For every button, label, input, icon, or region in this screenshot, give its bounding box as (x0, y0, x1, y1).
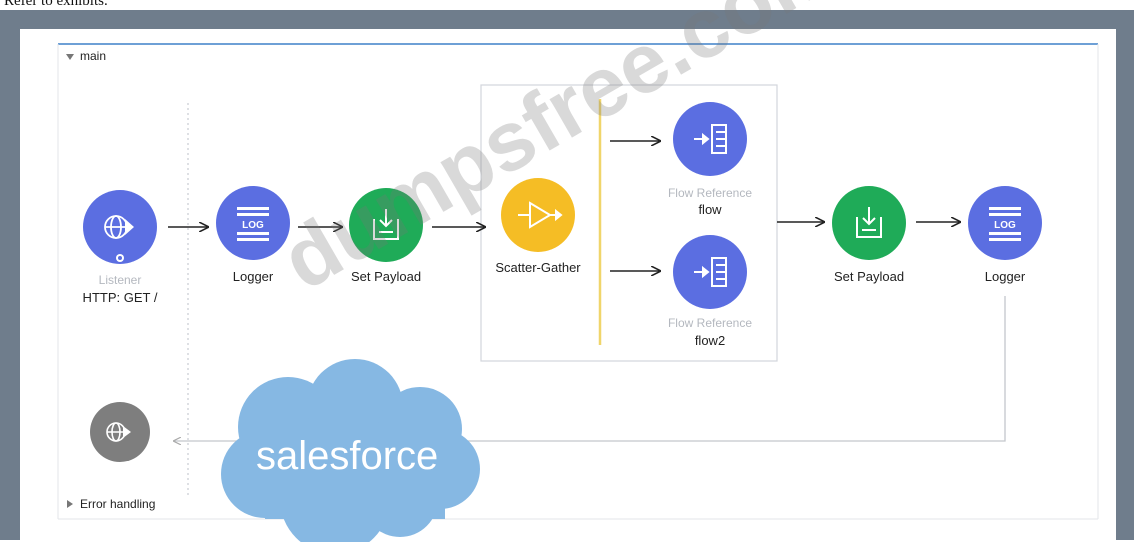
flow-reference-icon (694, 124, 727, 154)
flow-reference-name-label: flow (698, 202, 722, 217)
exhibit-caption: Refer to exhibits. (4, 0, 108, 9)
flow-canvas: LOG (20, 0, 1116, 542)
log-icon: LOG (989, 207, 1021, 241)
flow-reference-icon (694, 257, 727, 287)
collapse-triangle-icon[interactable] (66, 54, 74, 60)
logger-label: Logger (232, 269, 274, 284)
logger-node[interactable]: LOG (216, 186, 290, 260)
http-response-node[interactable] (90, 402, 150, 462)
listener-name-label: HTTP: GET / (82, 290, 158, 305)
set-payload-icon (373, 209, 399, 240)
http-listener-node[interactable] (83, 190, 157, 264)
flow-title: main (80, 49, 107, 63)
logger-label: Logger (984, 269, 1026, 284)
svg-text:LOG: LOG (242, 220, 264, 231)
flow-reference-name-label: flow2 (694, 333, 726, 348)
set-payload-node[interactable] (349, 188, 423, 262)
flow-reference-type-label: Flow Reference (667, 186, 753, 200)
flow-reference-type-label: Flow Reference (667, 316, 753, 330)
set-payload-label: Set Payload (350, 269, 422, 284)
error-handling-label[interactable]: Error handling (80, 497, 156, 511)
scatter-gather-label: Scatter-Gather (495, 260, 581, 275)
scatter-gather-icon (518, 201, 563, 229)
logger-node[interactable]: LOG (968, 186, 1042, 260)
set-payload-label: Set Payload (833, 269, 905, 284)
listener-type-label: Listener (98, 273, 142, 287)
globe-arrow-icon (104, 215, 134, 239)
set-payload-node[interactable] (832, 186, 906, 260)
set-payload-icon (856, 207, 882, 238)
globe-arrow-icon (106, 422, 131, 442)
scatter-gather-node[interactable] (501, 178, 575, 252)
flow-diagram: LOG (57, 43, 1099, 542)
log-icon: LOG (237, 207, 269, 241)
expand-triangle-icon[interactable] (67, 500, 73, 508)
svg-text:LOG: LOG (994, 220, 1016, 231)
flow-reference-node[interactable] (673, 235, 747, 309)
salesforce-cloud-logo (221, 359, 480, 542)
flow-reference-node[interactable] (673, 102, 747, 176)
salesforce-brand-text: salesforce (256, 434, 439, 478)
